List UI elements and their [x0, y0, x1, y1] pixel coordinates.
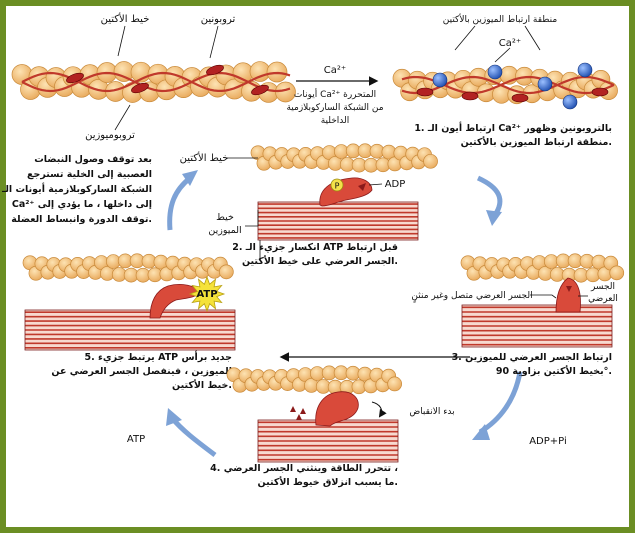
arrow-step4-to-atp [172, 418, 215, 455]
myosin-filament-step-2 [258, 202, 418, 240]
phosphate-label: P [335, 182, 340, 191]
ca-arrow-top: Ca²⁺ [324, 65, 346, 76]
label-binding-site: منطقة ارتباط الميوزين بالأكتين [443, 13, 558, 25]
caption-step-1-line-2: منطقة ارتباط الميوزين بالأكتين. [461, 136, 612, 148]
actin-filament-step-2 [251, 144, 438, 172]
caption-step-5-line-1: 5. يرتبط جزيء ATP جديد برأس [85, 350, 233, 363]
ca-release-line-3: الداخلية [321, 116, 350, 126]
caption-step-2-line-2: الجسر العرضي على خيط الأكتين. [242, 255, 398, 267]
ca-release-line-1: أيونات Ca²⁺ المتحررة [294, 88, 376, 100]
caption-step-3-line-1: 3. ارتباط الجسر العرضي للميوزين [452, 352, 612, 363]
caption-step-4-line-1: 4. تتحرر الطاقة وينثني الجسر العرضي ، [210, 463, 398, 474]
label-adp: ADP [385, 179, 406, 190]
label-crossbridge-1: الجسر [590, 282, 615, 292]
ca-release-line-2: من الشبكة الساركوبلازمية [286, 103, 383, 113]
arrow-relax-to-top [170, 178, 190, 230]
actin-filament-step-4 [227, 366, 402, 394]
thin-filament-calcium-bound [393, 63, 618, 109]
caption-step-5-line-2: الميوزين ، فينفصل الجسر العرضي عن [51, 366, 232, 377]
relax-line-2: العصبية إلى الخلية تسترجع [27, 169, 152, 180]
label-troponin: تروبونين [201, 14, 236, 25]
arrow-step1-to-step3 [478, 178, 500, 215]
myosin-filament-step-3 [462, 305, 612, 347]
label-myosin-filament-2: الميوزين [208, 225, 241, 236]
relax-line-5: توقف الدورة وانبساط العضلة. [11, 214, 152, 225]
caption-step-3-line-2: بخيط الأكتين بزاوية 90°. [496, 365, 612, 377]
label-actin-filament-2: خيط الأكتين [180, 151, 229, 164]
label-myosin-filament-1: خيط [216, 212, 234, 223]
label-adp-pi: ADP+Pi [529, 436, 567, 447]
label-crossbridge-attached: الجسر العرضي متصل وغير منثنٍ [411, 291, 532, 304]
actin-filament-step-3 [461, 254, 624, 282]
caption-step-4-line-2: ما يسبب انزلاق خيوط الأكتين. [258, 476, 398, 488]
label-actin-filament: خيط الأكتين [101, 12, 150, 25]
caption-step-5-line-3: خيط الأكتين. [172, 379, 232, 391]
relax-line-3: الشبكة الساركوبلازمية أيونات الـ [1, 182, 152, 195]
relax-line-4: Ca²⁺ إلى داخلها ، ما يؤدي إلى [12, 199, 152, 210]
myosin-head-step-3 [556, 278, 581, 312]
relax-line-1: بعد توقف وصول النبضات [34, 154, 152, 165]
label-atp-step-5: ATP [196, 289, 217, 300]
label-crossbridge-2: العرضي [588, 294, 618, 304]
caption-step-2-line-1: 2. انكسار جزيء الـ ATP قبل ارتباط [232, 242, 398, 253]
arrow-step3-to-step4 [480, 372, 520, 432]
label-contraction-start: بدء الانقباض [409, 407, 454, 417]
label-atp-left: ATP [127, 434, 145, 445]
thin-filament-relaxed [12, 62, 296, 103]
myosin-filament-step-4 [258, 420, 398, 462]
label-tropomyosin: تروبوميوزين [85, 130, 135, 141]
actin-filament-step-5 [23, 254, 233, 282]
label-ca-ion: Ca²⁺ [499, 38, 521, 49]
caption-step-1-line-1: 1. ارتباط أيون الـ Ca²⁺ بالتروبونين وظهو… [414, 121, 612, 134]
myosin-filament-step-5 [25, 310, 235, 350]
